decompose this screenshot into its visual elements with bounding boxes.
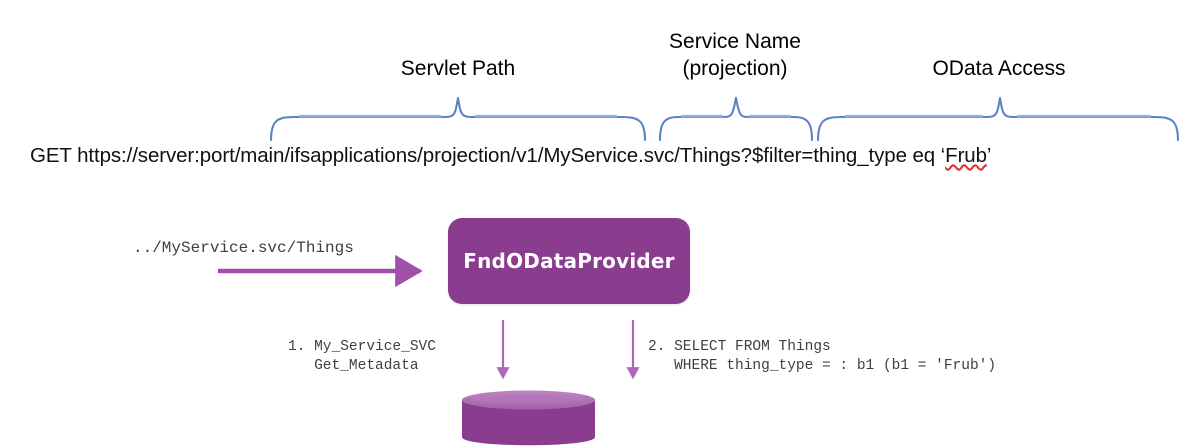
fnd-odata-provider-box[interactable]: FndODataProvider xyxy=(448,218,690,304)
annotation-label-service-name: Service Name (projection) xyxy=(655,28,815,82)
url-servlet-path: /main/ifsapplications/projection/v1 xyxy=(234,144,538,167)
brace-servlet-path xyxy=(269,96,647,142)
annotation-label-service-name-line2: (projection) xyxy=(682,57,788,80)
database-cylinder xyxy=(462,390,595,446)
brace-group xyxy=(269,96,1180,142)
url-service-name: /MyService.svc xyxy=(537,144,675,167)
url-scheme-host: https://server:port xyxy=(77,144,235,167)
url-method: GET xyxy=(30,144,78,167)
brace-odata-access xyxy=(816,96,1180,142)
annotation-label-service-name-line1: Service Name xyxy=(669,30,801,53)
annotation-label-odata-access: OData Access xyxy=(932,57,1066,80)
annotation-label-servlet-path: Servlet Path xyxy=(400,57,516,80)
step-1-metadata-note: 1. My_Service_SVC Get_Metadata xyxy=(288,339,436,374)
url-odata-access-pre: /Things?$filter=thing_type eq ‘ xyxy=(674,144,946,167)
url-odata-access-post: ’ xyxy=(986,144,992,167)
request-path-caption: ../MyService.svc/Things xyxy=(133,239,354,257)
brace-service-name xyxy=(658,96,814,142)
url-odata-filter-value: Frub xyxy=(945,144,987,167)
fnd-odata-provider-label: FndODataProvider xyxy=(463,249,675,273)
step-2-sql-note: 2. SELECT FROM Things WHERE thing_type =… xyxy=(648,339,997,374)
request-url-line: GET https://server:port/main/ifsapplicat… xyxy=(30,142,991,170)
